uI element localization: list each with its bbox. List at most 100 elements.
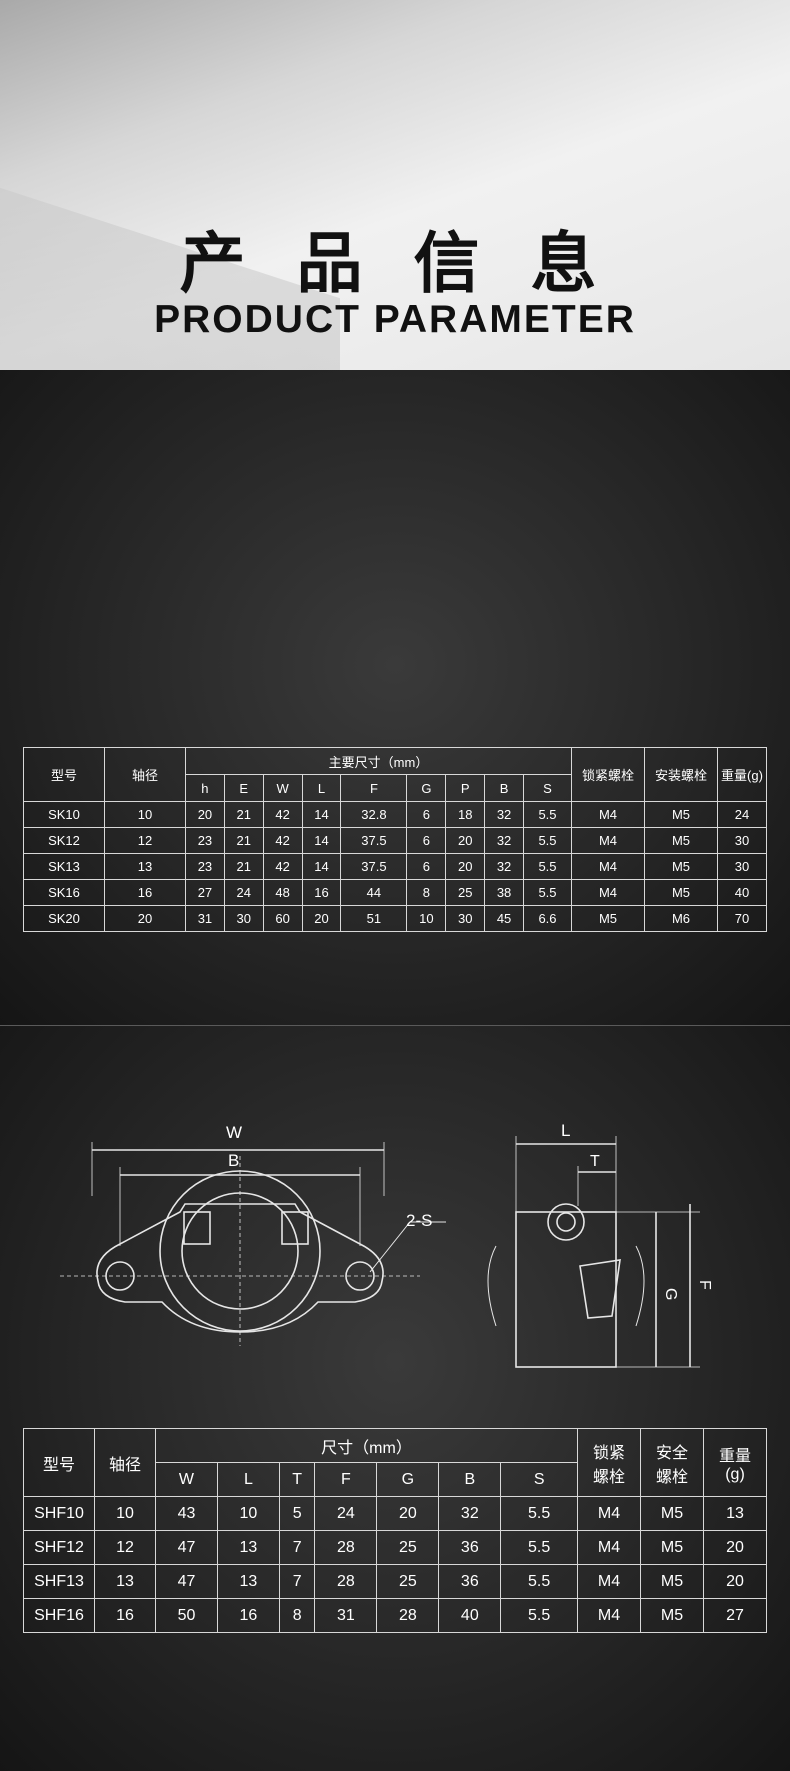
table-cell: 25	[376, 1530, 440, 1565]
table-cell: SHF10	[23, 1496, 95, 1531]
table-cell: 30	[717, 827, 767, 854]
table-cell: 50	[155, 1598, 218, 1633]
table-cell: M5	[640, 1564, 704, 1599]
table-cell: 8	[406, 879, 447, 906]
table-cell: 32	[484, 827, 524, 854]
shf-side-screw-inner	[556, 1212, 576, 1232]
shf-label-2s: 2-S	[406, 1211, 432, 1230]
table-cell: 37.5	[340, 853, 408, 880]
shf-head-safe-2: 螺栓	[655, 1468, 688, 1486]
shf-side-extension	[515, 1136, 700, 1368]
shf-head-model: 型号	[23, 1428, 95, 1497]
table-cell: M5	[644, 801, 718, 828]
table-cell: 24	[223, 879, 264, 906]
sk-head-model: 型号	[23, 747, 105, 802]
shf-head-lock-2: 螺栓	[592, 1468, 625, 1486]
table-cell: 14	[301, 827, 342, 854]
table-cell: SK20	[23, 905, 105, 932]
shf-hole-right	[345, 1261, 375, 1291]
shf-head-weight-2: (g)	[725, 1465, 745, 1483]
table-cell: 20	[445, 853, 486, 880]
shf-dim-head: T	[278, 1462, 316, 1497]
sk-head-mount: 安装螺栓	[644, 747, 718, 802]
table-cell: 20	[703, 1564, 767, 1599]
table-cell: M4	[577, 1530, 641, 1565]
table-cell: SHF13	[23, 1564, 95, 1599]
table-cell: 16	[104, 879, 186, 906]
table-cell: 24	[717, 801, 767, 828]
shf-head-shaft: 轴径	[94, 1428, 156, 1497]
table-cell: 13	[104, 853, 186, 880]
sk-head-shaft: 轴径	[104, 747, 186, 802]
table-cell: 27	[185, 879, 225, 906]
table-cell: 37.5	[340, 827, 408, 854]
table-cell: 21	[223, 801, 264, 828]
table-cell: 5.5	[500, 1598, 578, 1633]
table-cell: 51	[340, 905, 408, 932]
table-cell: SK16	[23, 879, 105, 906]
table-cell: M6	[644, 905, 718, 932]
shf-head-lock: 锁紧螺栓	[577, 1428, 641, 1497]
table-cell: 30	[223, 905, 264, 932]
table-cell: 7	[278, 1564, 316, 1599]
shf-label-f: F	[696, 1280, 713, 1290]
table-cell: 30	[445, 905, 486, 932]
table-cell: 42	[262, 827, 303, 854]
shf-dim-head: L	[216, 1462, 280, 1497]
shf-dim-head: B	[438, 1462, 502, 1497]
shf-side-shaft	[487, 1245, 645, 1327]
sk-dim-head: E	[223, 774, 264, 802]
table-cell: 14	[301, 801, 342, 828]
sk-dim-head: L	[301, 774, 342, 802]
table-cell: SK13	[23, 853, 105, 880]
shf-head-weight-1: 重量	[718, 1447, 751, 1465]
table-cell: 44	[340, 879, 408, 906]
table-cell: 20	[104, 905, 186, 932]
table-cell: 20	[301, 905, 342, 932]
shf-head-weight: 重量(g)	[703, 1428, 767, 1497]
table-cell: 10	[406, 905, 447, 932]
table-cell: 5.5	[500, 1530, 578, 1565]
sk-dim-head: B	[484, 774, 524, 802]
table-cell: 25	[445, 879, 486, 906]
sk-dim-head: F	[340, 774, 408, 802]
table-cell: 30	[717, 853, 767, 880]
table-cell: M4	[571, 853, 645, 880]
table-cell: 38	[484, 879, 524, 906]
table-cell: 13	[216, 1564, 280, 1599]
table-cell: 5.5	[522, 801, 573, 828]
table-cell: M5	[640, 1598, 704, 1633]
shf-side-screw-outer	[547, 1203, 585, 1241]
table-cell: M5	[640, 1496, 704, 1531]
table-cell: 20	[703, 1530, 767, 1565]
shf-dim-head: W	[155, 1462, 218, 1497]
table-cell: 28	[314, 1530, 378, 1565]
table-cell: 6.6	[522, 905, 573, 932]
table-cell: 32	[484, 853, 524, 880]
table-cell: 28	[314, 1564, 378, 1599]
table-cell: 18	[445, 801, 486, 828]
table-cell: 5.5	[500, 1496, 578, 1531]
table-cell: 23	[185, 827, 225, 854]
table-cell: 13	[216, 1530, 280, 1565]
table-cell: 12	[94, 1530, 156, 1565]
table-cell: M5	[644, 879, 718, 906]
sk-head-dims: 主要尺寸（mm）	[185, 747, 572, 775]
table-cell: M5	[640, 1530, 704, 1565]
shf-head-dims: 尺寸（mm）	[155, 1428, 578, 1463]
shf-flange-outline	[96, 1203, 384, 1333]
table-cell: 45	[484, 905, 524, 932]
table-cell: 6	[406, 827, 447, 854]
title-chinese: 产 品 信 息	[179, 225, 611, 302]
table-cell: 24	[314, 1496, 378, 1531]
table-cell: 21	[223, 853, 264, 880]
table-cell: 25	[376, 1564, 440, 1599]
table-cell: 32	[438, 1496, 502, 1531]
table-cell: SK10	[23, 801, 105, 828]
